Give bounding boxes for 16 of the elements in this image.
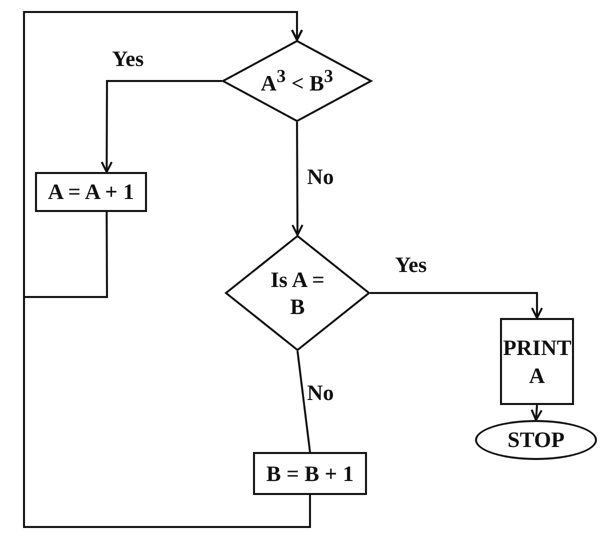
node-label: STOP xyxy=(506,426,566,454)
connector-arrow xyxy=(530,404,543,421)
node-label: Is A = B xyxy=(269,266,326,320)
node-label: B = B + 1 xyxy=(265,460,355,488)
process-box xyxy=(35,172,147,212)
node-label: PRINT A xyxy=(502,334,572,389)
connector-arrow xyxy=(370,292,543,319)
connector-arrow xyxy=(23,11,311,528)
node-label: A = A + 1 xyxy=(46,178,136,206)
connector-arrow xyxy=(291,122,304,236)
connector-arrow xyxy=(100,80,222,173)
decision-diamond xyxy=(222,40,372,122)
node-label: A$^{3}$ < B$^{3}$ xyxy=(260,65,334,97)
process-box xyxy=(253,452,367,495)
decision-diamond xyxy=(225,235,370,351)
process-box xyxy=(500,318,574,405)
